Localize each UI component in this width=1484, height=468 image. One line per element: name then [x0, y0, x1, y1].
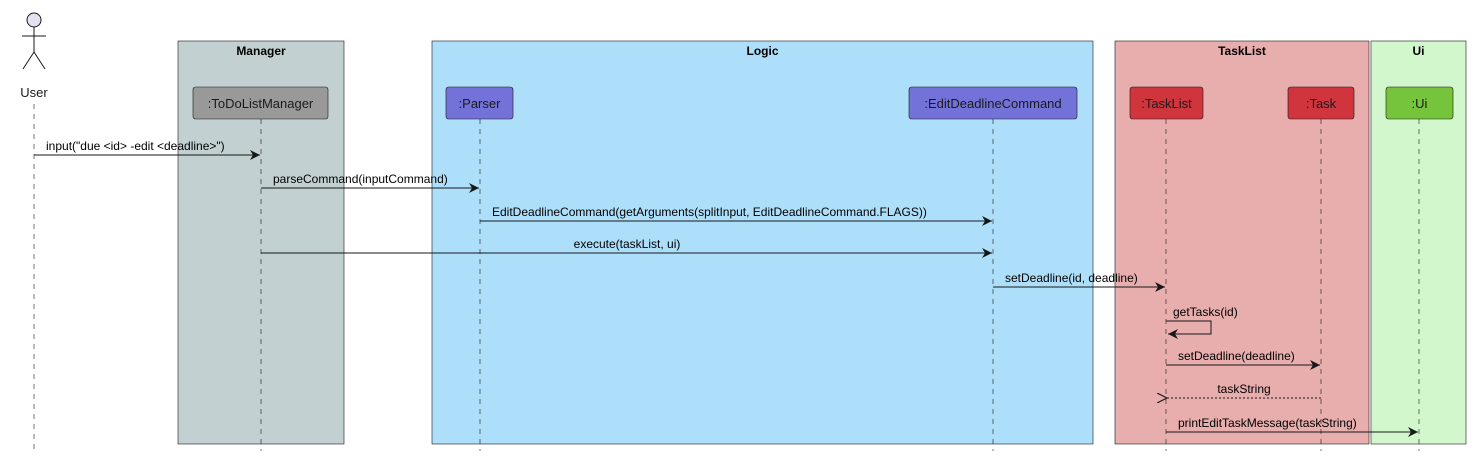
message-4: execute(taskList, ui)	[261, 237, 992, 258]
message-3-label: EditDeadlineCommand(getArguments(splitIn…	[492, 205, 927, 219]
participant-task-label: :Task	[1306, 96, 1337, 111]
message-2: parseCommand(inputCommand)	[261, 172, 479, 193]
message-6: getTasks(id)	[1166, 305, 1238, 339]
participant-ui-box	[1385, 86, 1454, 120]
user-actor-label: User	[20, 85, 48, 100]
participant-ui: :Ui	[1385, 86, 1454, 120]
participant-manager-label: :ToDoListManager	[208, 96, 314, 111]
message-8: taskString	[1167, 382, 1321, 398]
group-box-manager-title: Manager	[236, 44, 286, 58]
message-6-label: getTasks(id)	[1173, 305, 1238, 319]
message-2-label: parseCommand(inputCommand)	[273, 172, 448, 186]
message-1: input("due <id> -edit <deadline>")	[34, 139, 260, 160]
message-9: printEditTaskMessage(taskString)	[1166, 416, 1418, 437]
participant-parser: :Parser	[445, 86, 514, 120]
message-7-label: setDeadline(deadline)	[1178, 349, 1295, 363]
participant-manager-box	[192, 86, 329, 120]
participant-tasklist-box	[1129, 86, 1204, 120]
message-6-arrow	[1166, 320, 1212, 339]
participant-tasklist-label: :TaskList	[1141, 96, 1192, 111]
participant-edit: :EditDeadlineCommand	[908, 86, 1078, 120]
group-box-logic-title: Logic	[747, 44, 779, 58]
participant-ui-label: :Ui	[1412, 96, 1428, 111]
message-5: setDeadline(id, deadline)	[993, 271, 1165, 292]
user-actor-right-leg	[33, 51, 46, 70]
user-actor-head	[26, 12, 42, 28]
participant-manager: :ToDoListManager	[192, 86, 329, 120]
group-box-ui-title: Ui	[1413, 44, 1425, 58]
message-9-label: printEditTaskMessage(taskString)	[1178, 416, 1357, 430]
message-3: EditDeadlineCommand(getArguments(splitIn…	[480, 205, 992, 226]
participant-task: :Task	[1287, 86, 1355, 120]
user-actor-left-leg	[22, 51, 35, 70]
participant-task-box	[1287, 86, 1355, 120]
participant-parser-label: :Parser	[459, 96, 502, 111]
participant-parser-box	[445, 86, 514, 120]
group-box-tasklist-title: TaskList	[1218, 44, 1266, 58]
participant-tasklist: :TaskList	[1129, 86, 1204, 120]
message-7: setDeadline(deadline)	[1166, 349, 1320, 370]
participant-edit-label: :EditDeadlineCommand	[924, 96, 1061, 111]
user-actor: User	[20, 12, 48, 100]
participant-edit-box	[908, 86, 1078, 120]
message-8-label: taskString	[1217, 382, 1270, 396]
message-5-label: setDeadline(id, deadline)	[1005, 271, 1138, 285]
message-4-label: execute(taskList, ui)	[574, 237, 681, 251]
message-1-label: input("due <id> -edit <deadline>")	[46, 139, 225, 153]
